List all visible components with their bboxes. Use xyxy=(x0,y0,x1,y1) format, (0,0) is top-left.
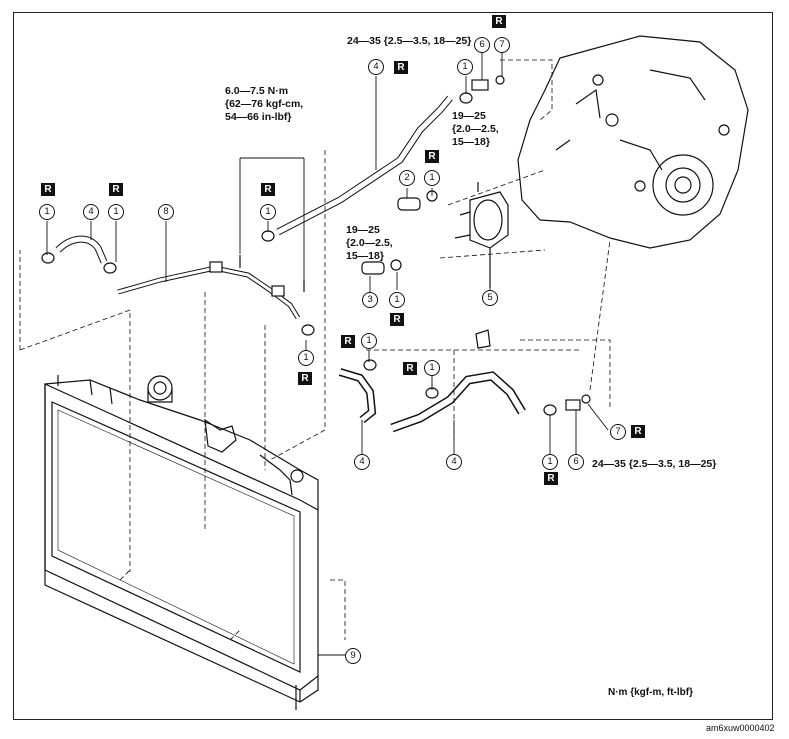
replace-marker: R xyxy=(390,313,404,326)
callout-2: 2 xyxy=(399,170,415,186)
replace-marker: R xyxy=(403,362,417,375)
cooler-hose-lower-right xyxy=(390,329,526,433)
torque-spec-left-1: 6.0—7.5 N·m xyxy=(225,85,289,97)
torque-spec-lower-3: 15—18} xyxy=(346,250,384,262)
callout-6: 6 xyxy=(568,454,584,470)
callout-3: 3 xyxy=(362,292,378,308)
callout-1: 1 xyxy=(542,454,558,470)
replace-marker: R xyxy=(394,61,408,74)
callout-9: 9 xyxy=(345,648,361,664)
callout-7: 7 xyxy=(610,424,626,440)
oil-cooler xyxy=(454,182,509,288)
callout-6: 6 xyxy=(474,37,490,53)
torque-spec-left-2: {62—76 kgf-cm, xyxy=(225,98,304,110)
callout-4: 4 xyxy=(83,204,99,220)
torque-spec-upper-3: 15—18} xyxy=(452,136,490,148)
torque-spec-upper-2: {2.0—2.5, xyxy=(452,123,499,135)
figure-code: am6xuw0000402 xyxy=(706,723,775,733)
callout-1: 1 xyxy=(424,360,440,376)
callout-1: 1 xyxy=(389,292,405,308)
replace-marker: R xyxy=(261,183,275,196)
callout-1: 1 xyxy=(260,204,276,220)
replace-marker: R xyxy=(631,425,645,438)
leader-lines xyxy=(46,52,609,656)
unit-legend: N·m {kgf-m, ft-lbf} xyxy=(608,687,693,698)
cooler-hose-top xyxy=(276,95,453,236)
replace-marker: R xyxy=(109,183,123,196)
cooler-hose-lower-left xyxy=(338,368,377,424)
replace-marker: R xyxy=(544,472,558,485)
callout-1: 1 xyxy=(298,350,314,366)
clamps xyxy=(41,92,557,416)
callout-4: 4 xyxy=(354,454,370,470)
torque-spec-left-3: 54—66 in-lbf} xyxy=(225,111,292,123)
callout-4: 4 xyxy=(446,454,462,470)
transaxle xyxy=(517,35,749,249)
short-hoses xyxy=(361,197,421,275)
replace-marker: R xyxy=(341,335,355,348)
callout-4: 4 xyxy=(368,59,384,75)
torque-spec-lower-1: 19—25 xyxy=(346,224,380,236)
callout-5: 5 xyxy=(482,290,498,306)
cooler-hose-left-upper xyxy=(55,235,108,264)
callout-1: 1 xyxy=(108,204,124,220)
torque-spec-lower-2: {2.0—2.5, xyxy=(346,237,393,249)
replace-marker: R xyxy=(425,150,439,163)
replace-marker: R xyxy=(298,372,312,385)
replace-marker: R xyxy=(492,15,506,28)
callout-1: 1 xyxy=(361,333,377,349)
fittings xyxy=(471,75,591,411)
torque-spec-top: 24—35 {2.5—3.5, 18—25} xyxy=(347,35,472,47)
alignment-lines xyxy=(19,59,611,641)
callout-7: 7 xyxy=(494,37,510,53)
radiator xyxy=(44,375,319,710)
callout-1: 1 xyxy=(457,59,473,75)
replace-marker: R xyxy=(41,183,55,196)
callout-8: 8 xyxy=(158,204,174,220)
torque-spec-bottom: 24—35 {2.5—3.5, 18—25} xyxy=(592,458,717,470)
callout-1: 1 xyxy=(424,170,440,186)
callout-1: 1 xyxy=(39,204,55,220)
diagram-frame xyxy=(13,12,773,720)
torque-spec-upper-1: 19—25 xyxy=(452,110,486,122)
cooler-pipe xyxy=(117,255,305,320)
